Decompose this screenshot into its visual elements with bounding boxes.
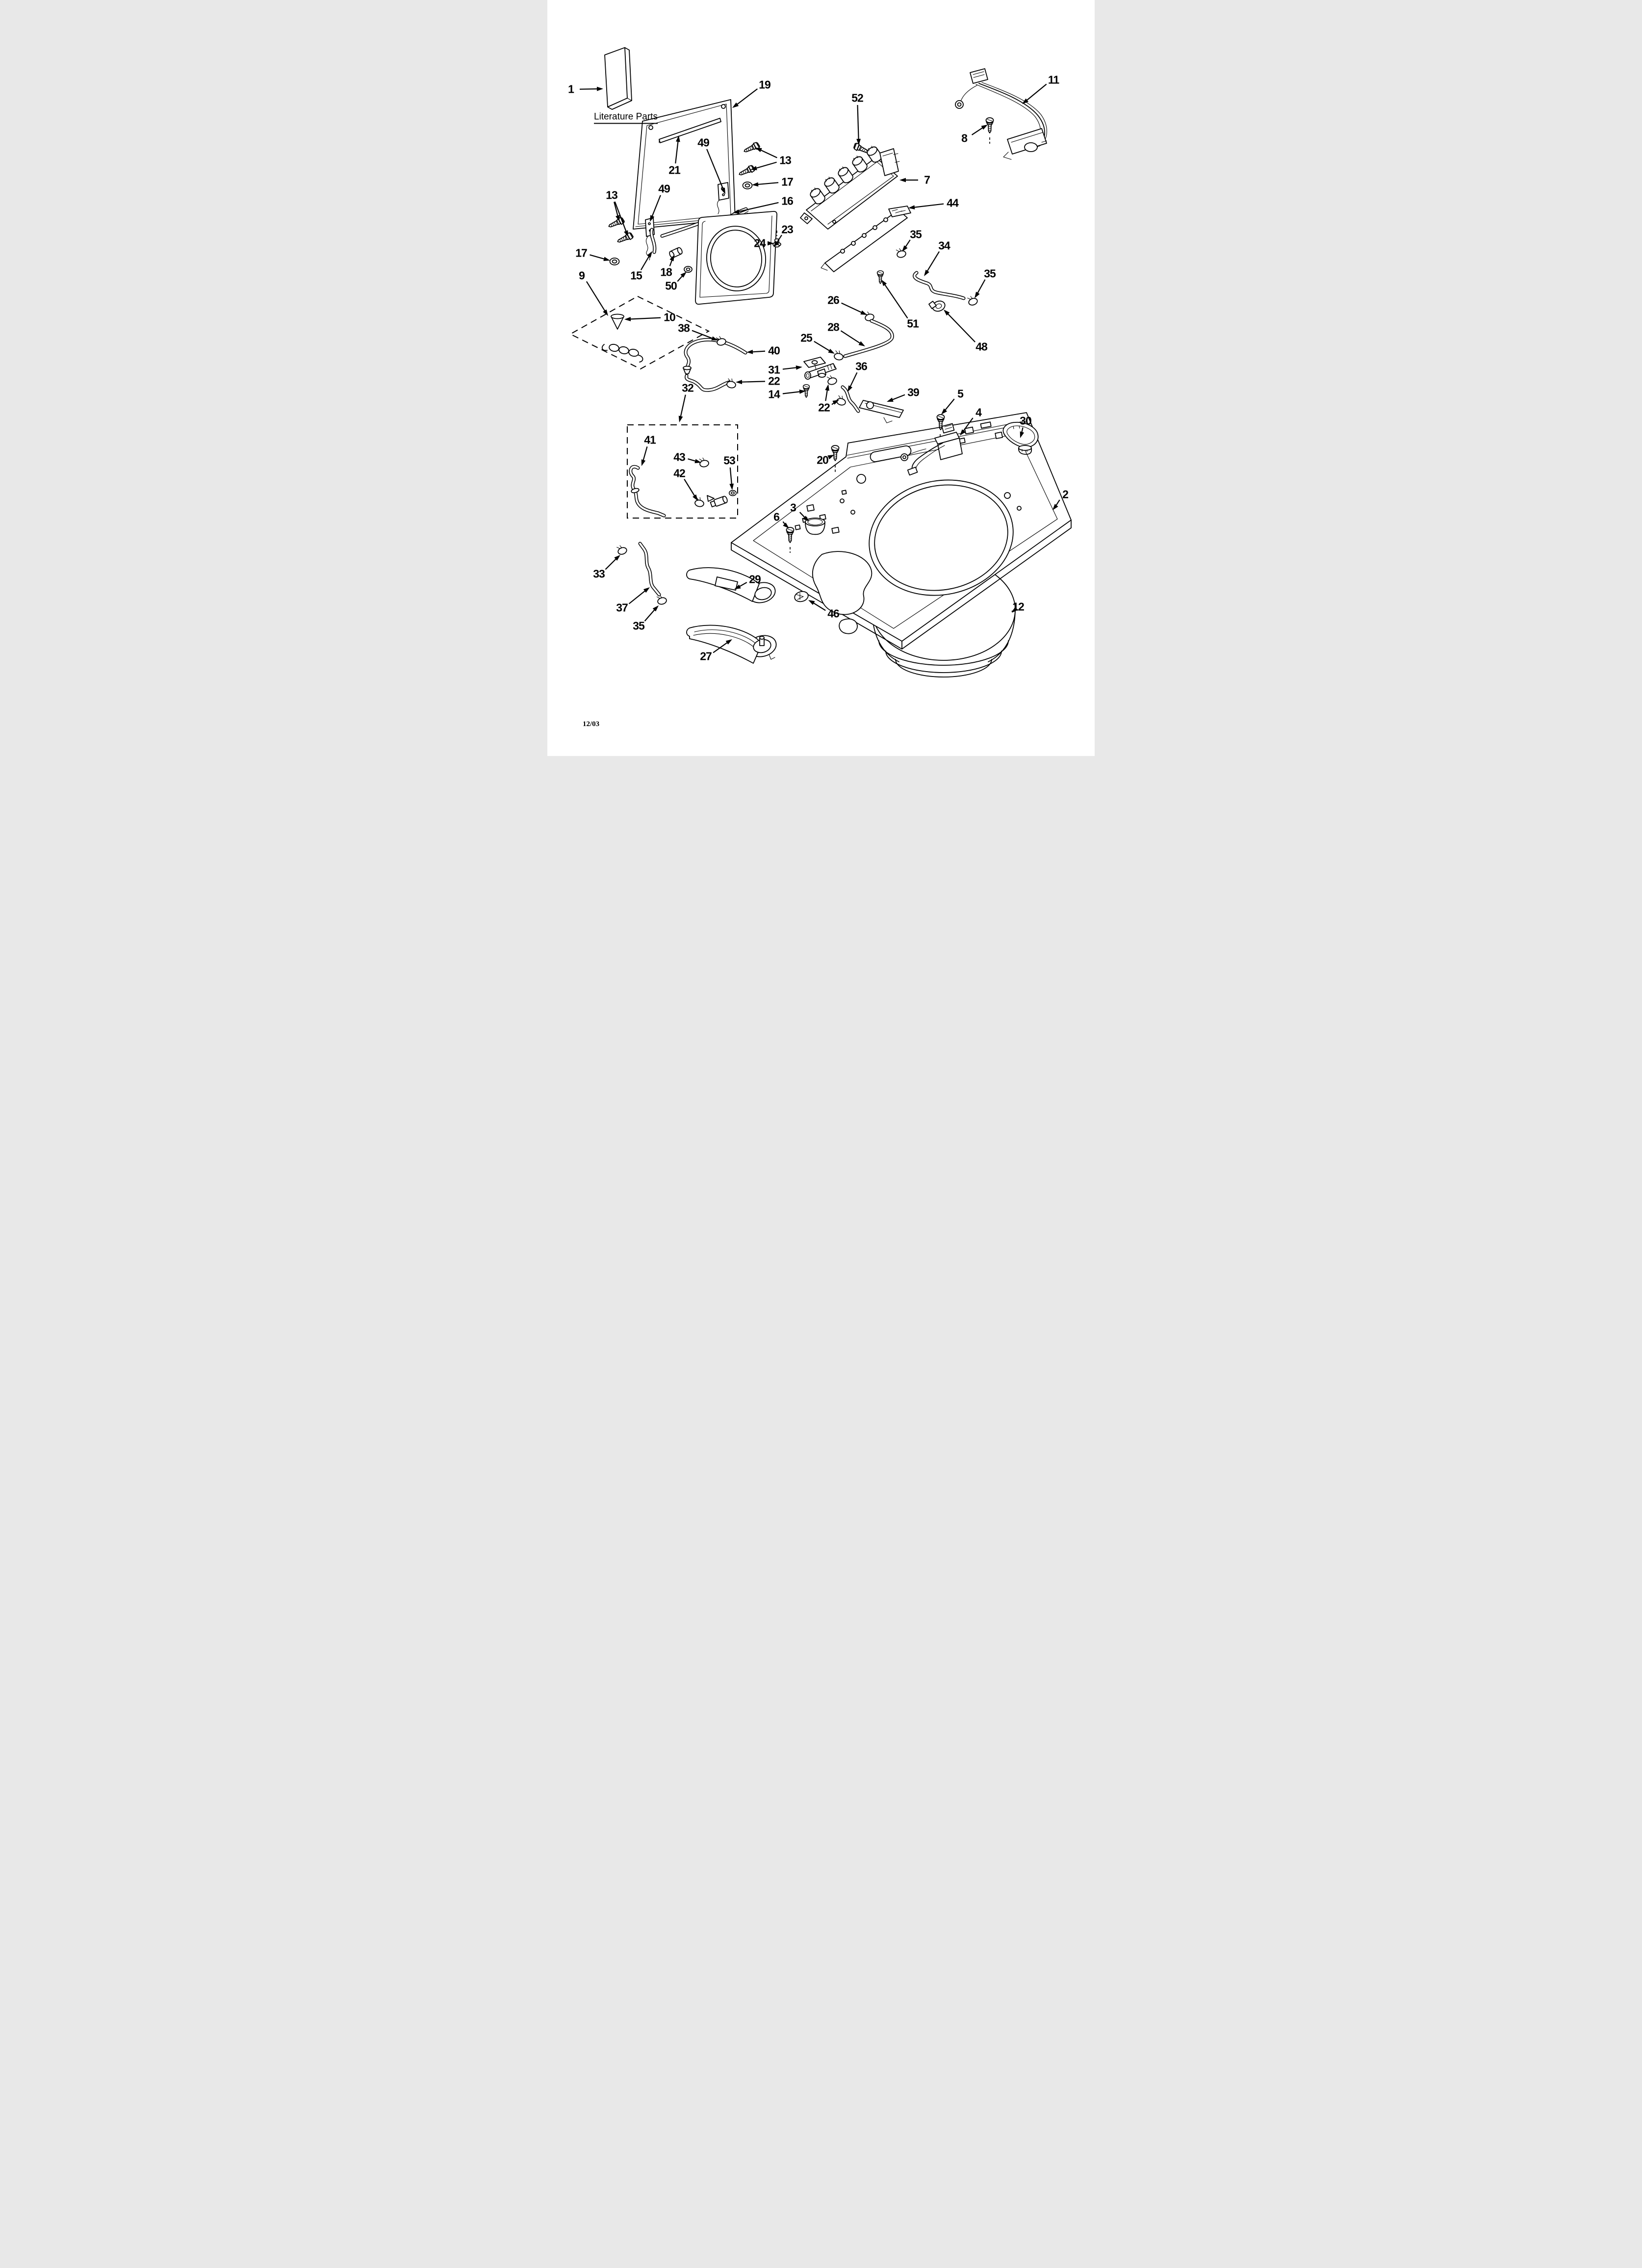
part-33-clamp xyxy=(616,543,628,556)
footer-date: 12/03 xyxy=(583,720,600,728)
part-15-tube xyxy=(649,228,657,254)
part-7-inlet-valve-assembly xyxy=(800,144,900,230)
part-8-screw xyxy=(985,117,994,144)
part-25-clamp xyxy=(833,349,845,361)
part-48-elbow xyxy=(928,300,946,312)
part-22-clamp-b1 xyxy=(826,374,838,386)
part-11-wire-harness xyxy=(955,68,1047,160)
part-29-handle-cover xyxy=(686,567,776,603)
part-44-bracket xyxy=(821,206,911,272)
part-53-washer xyxy=(728,490,737,496)
part-9-seal-kit-zone xyxy=(569,295,710,370)
part-22-clamp-a xyxy=(726,377,737,389)
callout-leader-arrows xyxy=(579,83,1060,653)
part-23-access-panel xyxy=(695,211,777,305)
literature-parts-label: Literature Parts xyxy=(594,112,658,124)
part-18-spacer xyxy=(669,247,683,259)
part-37-hose xyxy=(638,542,661,597)
part-38-clamp xyxy=(715,335,727,347)
part-31-tee-valve xyxy=(803,357,837,380)
part-50-washer xyxy=(684,266,693,273)
part-21-trim-strip xyxy=(659,118,721,143)
part-6-screw xyxy=(786,527,795,553)
part-9-spring xyxy=(601,343,643,363)
part-27-handle-base xyxy=(686,625,777,664)
part-4-noise-filter xyxy=(900,423,963,476)
diagram-artwork xyxy=(569,47,1072,678)
part-17-grommet-left xyxy=(609,258,620,265)
part-13-screws-left xyxy=(607,216,635,245)
part-20-screw xyxy=(831,445,840,472)
part-32-hose-kit-box xyxy=(627,424,738,519)
part-46-clip xyxy=(794,591,809,602)
part-1-literature-booklet xyxy=(604,47,632,110)
part-28-hose xyxy=(843,319,894,358)
part-3-cup xyxy=(805,518,825,535)
part-10-cone xyxy=(611,313,624,330)
part-41-hose xyxy=(629,465,666,518)
part-19-rear-panel xyxy=(633,99,749,230)
part-34-hose xyxy=(913,271,966,300)
part-32-fitting xyxy=(707,495,728,508)
part-13-screws-right xyxy=(737,141,761,178)
part-39-bracket xyxy=(859,400,904,423)
part-40-hose xyxy=(683,338,747,392)
part-36-hose xyxy=(841,385,860,413)
part-17-grommet-right xyxy=(742,182,753,189)
